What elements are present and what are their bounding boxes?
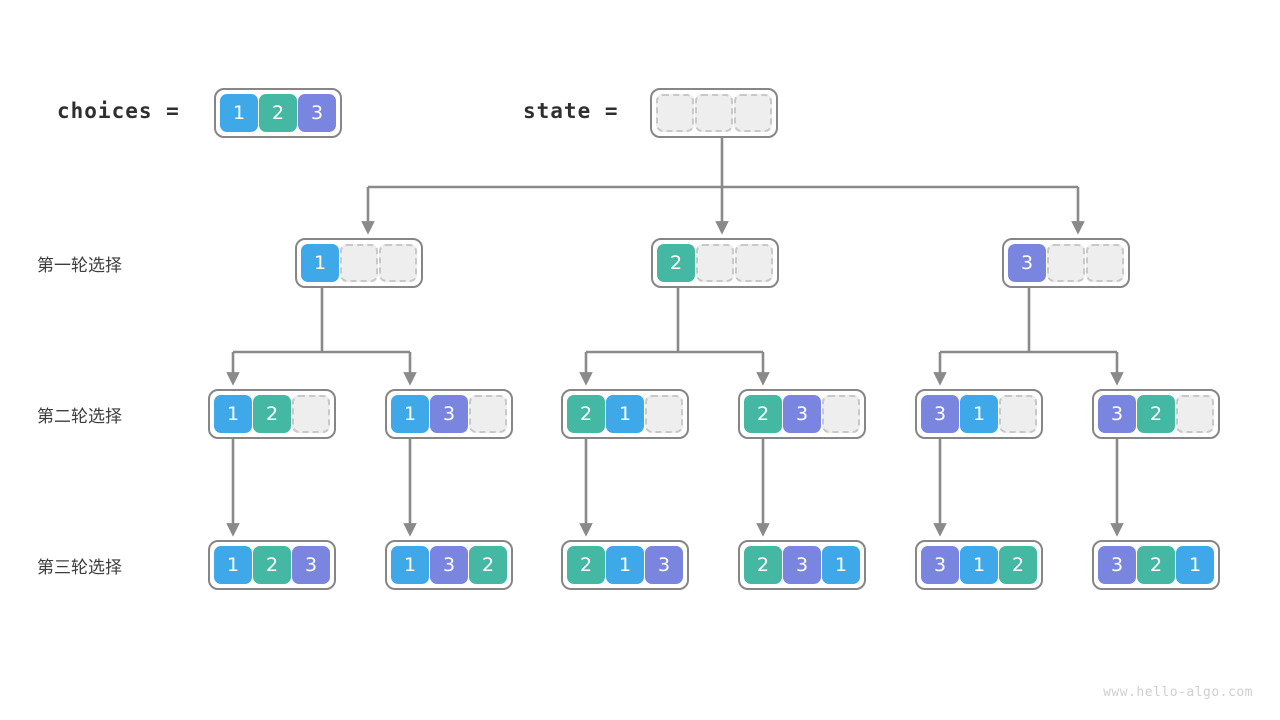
cell-value-2: 2 bbox=[567, 395, 605, 433]
cell-value-2: 2 bbox=[253, 546, 291, 584]
cell-value-1: 1 bbox=[214, 546, 252, 584]
cell-value-2: 2 bbox=[1137, 395, 1175, 433]
cell-value-1: 1 bbox=[960, 395, 998, 433]
cell-empty bbox=[656, 94, 694, 132]
cell-empty bbox=[1086, 244, 1124, 282]
cell-value-2: 2 bbox=[469, 546, 507, 584]
cell-value-1: 1 bbox=[220, 94, 258, 132]
cell-value-1: 1 bbox=[391, 546, 429, 584]
cell-value-3: 3 bbox=[783, 546, 821, 584]
row-label-round1: 第一轮选择 bbox=[37, 256, 122, 276]
cell-empty bbox=[734, 94, 772, 132]
row-label-round2: 第二轮选择 bbox=[37, 407, 122, 427]
cell-value-2: 2 bbox=[657, 244, 695, 282]
cell-value-3: 3 bbox=[645, 546, 683, 584]
state-array bbox=[650, 88, 778, 138]
node-1: 1 bbox=[295, 238, 423, 288]
watermark: www.hello-algo.com bbox=[1103, 685, 1253, 700]
cell-value-1: 1 bbox=[822, 546, 860, 584]
cell-value-3: 3 bbox=[292, 546, 330, 584]
cell-value-2: 2 bbox=[567, 546, 605, 584]
cell-value-3: 3 bbox=[783, 395, 821, 433]
cell-value-3: 3 bbox=[430, 395, 468, 433]
row-label-round3: 第三轮选择 bbox=[37, 558, 122, 578]
cell-empty bbox=[735, 244, 773, 282]
choices-label: choices = bbox=[57, 99, 180, 123]
cell-value-1: 1 bbox=[391, 395, 429, 433]
cell-value-1: 1 bbox=[606, 395, 644, 433]
cell-empty bbox=[999, 395, 1037, 433]
cell-empty bbox=[1176, 395, 1214, 433]
cell-value-3: 3 bbox=[1008, 244, 1046, 282]
cell-value-3: 3 bbox=[1098, 546, 1136, 584]
node-2: 2 bbox=[651, 238, 779, 288]
cell-value-2: 2 bbox=[1137, 546, 1175, 584]
cell-value-1: 1 bbox=[606, 546, 644, 584]
cell-value-1: 1 bbox=[301, 244, 339, 282]
cell-value-1: 1 bbox=[1176, 546, 1214, 584]
cell-value-3: 3 bbox=[298, 94, 336, 132]
cell-value-2: 2 bbox=[744, 395, 782, 433]
cell-value-1: 1 bbox=[960, 546, 998, 584]
cell-empty bbox=[1047, 244, 1085, 282]
cell-empty bbox=[379, 244, 417, 282]
cell-value-2: 2 bbox=[999, 546, 1037, 584]
cell-empty bbox=[822, 395, 860, 433]
cell-value-2: 2 bbox=[259, 94, 297, 132]
cell-value-3: 3 bbox=[921, 395, 959, 433]
cell-empty bbox=[292, 395, 330, 433]
cell-value-2: 2 bbox=[744, 546, 782, 584]
cell-value-1: 1 bbox=[214, 395, 252, 433]
cell-empty bbox=[645, 395, 683, 433]
cell-value-3: 3 bbox=[430, 546, 468, 584]
cell-value-3: 3 bbox=[1098, 395, 1136, 433]
cell-empty bbox=[696, 244, 734, 282]
state-label: state = bbox=[523, 99, 619, 123]
cell-empty bbox=[469, 395, 507, 433]
cell-empty bbox=[695, 94, 733, 132]
cell-value-2: 2 bbox=[253, 395, 291, 433]
cell-value-3: 3 bbox=[921, 546, 959, 584]
cell-empty bbox=[340, 244, 378, 282]
node-3: 3 bbox=[1002, 238, 1130, 288]
